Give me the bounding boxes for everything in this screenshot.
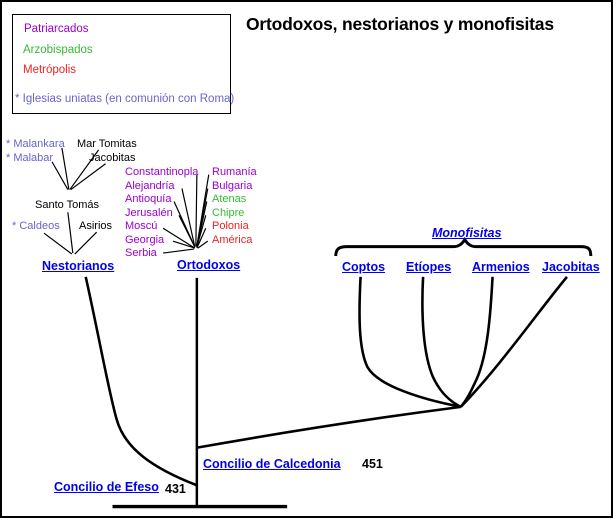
line-malabar	[51, 161, 69, 190]
label-jerusalen: Jerusalén	[125, 207, 173, 219]
monophysite-branch-curve	[197, 405, 461, 449]
label-jacobitas-nestorian: Jacobitas	[89, 152, 136, 164]
label-america: América	[212, 234, 253, 246]
label-mar-tomitas: Mar Tomitas	[77, 138, 137, 150]
line-jacobitas-nest	[70, 163, 106, 191]
label-rumania: Rumanía	[212, 166, 257, 178]
link-monofisitas[interactable]: Monofisitas	[432, 226, 502, 240]
nestorian-lower-fan	[43, 212, 98, 255]
line-mar-tomitas	[69, 149, 100, 190]
label-asirios: Asirios	[79, 220, 113, 232]
coptos-curve	[358, 276, 462, 409]
link-etiopes[interactable]: Etíopes	[406, 260, 452, 274]
legend-uniatas: * Iglesias uniatas (en comunión con Roma…	[15, 93, 235, 105]
label-polonia: Polonia	[212, 220, 249, 232]
label-chipre: Chipre	[212, 207, 245, 219]
label-caldeos: * Caldeos	[12, 220, 60, 232]
label-moscu: Moscú	[125, 220, 158, 232]
link-concilio-efeso[interactable]: Concilio de Efeso	[54, 480, 159, 494]
link-coptos[interactable]: Coptos	[342, 260, 386, 274]
line-asirios	[74, 231, 98, 255]
line-constantinopla	[195, 174, 198, 247]
label-alejandria: Alejandría	[125, 180, 175, 192]
line-moscu	[162, 227, 196, 249]
line-malankara	[61, 147, 70, 190]
line-santo-tomas	[67, 212, 74, 254]
line-alejandria	[181, 188, 196, 248]
line-america	[197, 240, 209, 249]
armenios-curve	[459, 276, 494, 408]
label-bulgaria: Bulgaria	[212, 180, 253, 192]
link-jacobitas-monophysite[interactable]: Jacobitas	[542, 260, 600, 274]
year-calcedonia: 451	[362, 457, 383, 471]
etiopes-curve	[421, 276, 462, 409]
link-ortodoxos[interactable]: Ortodoxos	[177, 258, 241, 272]
nestorian-branch-curve	[84, 276, 198, 487]
legend-metropolis: Metrópolis	[23, 64, 77, 76]
line-polonia	[196, 227, 207, 249]
line-jerusalen	[178, 215, 196, 248]
page-title: Ortodoxos, nestorianos y monofisitas	[246, 14, 554, 34]
link-concilio-calcedonia[interactable]: Concilio de Calcedonia	[203, 457, 341, 471]
label-atenas: Atenas	[212, 193, 247, 205]
label-antioquia: Antioquía	[125, 193, 172, 205]
label-santo-tomas: Santo Tomás	[35, 199, 100, 211]
label-constantinopla: Constantinopla	[125, 166, 199, 178]
jacobitas-curve	[459, 276, 568, 408]
line-serbia	[163, 248, 194, 254]
line-caldeos	[43, 232, 73, 255]
link-armenios[interactable]: Armenios	[472, 260, 530, 274]
monophysites-brace	[334, 236, 593, 257]
year-efeso: 431	[165, 482, 186, 496]
legend-box	[12, 14, 231, 114]
label-georgia: Georgia	[125, 234, 165, 246]
line-georgia	[172, 240, 196, 249]
legend-arzobispados: Arzobispados	[23, 44, 93, 56]
label-malankara: * Malankara	[6, 138, 65, 150]
label-serbia: Serbia	[125, 247, 157, 259]
link-nestorianos[interactable]: Nestorianos	[42, 259, 115, 273]
orthodox-fan	[162, 174, 210, 254]
legend-patriarcados: Patriarcados	[24, 23, 89, 35]
line-chipre	[196, 215, 207, 248]
nestorian-upper-fan	[51, 147, 106, 191]
label-malabar: * Malabar	[6, 152, 54, 164]
